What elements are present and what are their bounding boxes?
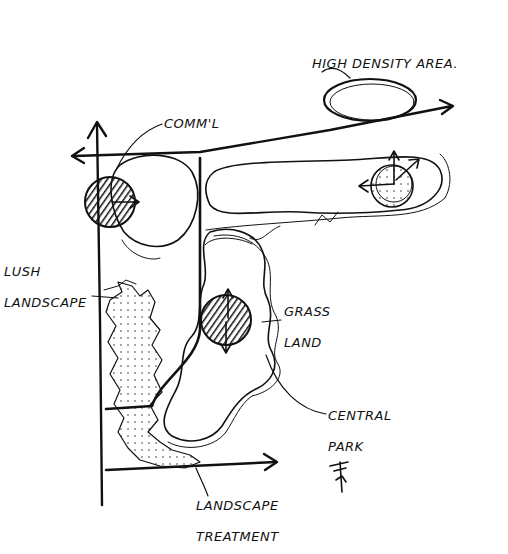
- area-label: HIGH DENSITY AREA.: [312, 48, 472, 79]
- zone-label: CENTRAL PARK: [328, 400, 418, 462]
- zone-label: LUSH LANDSCAPE: [4, 256, 92, 318]
- edge-treatment-label: LANDSCAPE TREATMENT: [196, 490, 316, 552]
- zone-label: COMM'L: [164, 108, 254, 139]
- zone-label: GRASS LAND: [284, 296, 354, 358]
